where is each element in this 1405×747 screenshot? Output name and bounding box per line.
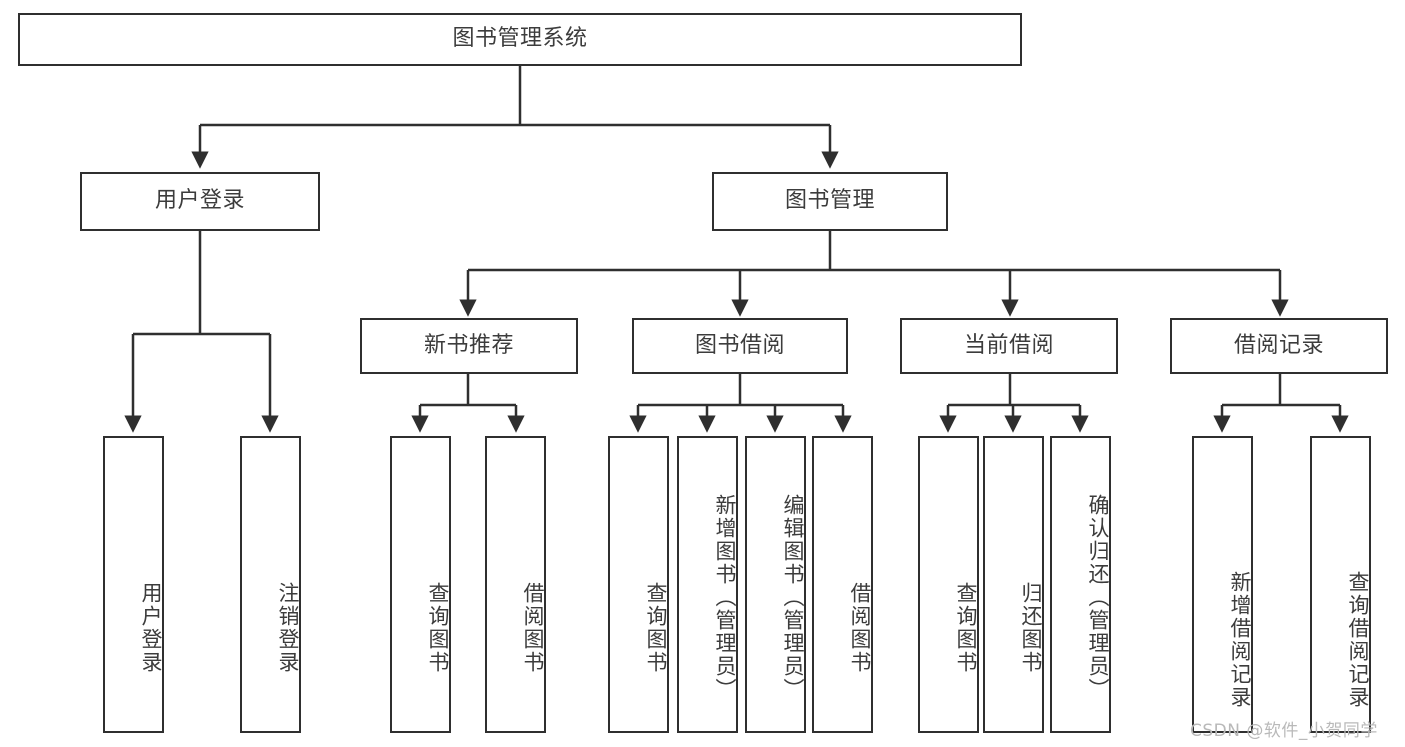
node-leaf-2[interactable]: 注销登录 xyxy=(240,436,301,733)
node-leaf-8[interactable]: 借阅图书 xyxy=(812,436,873,733)
node-leaf-4[interactable]: 借阅图书 xyxy=(485,436,546,733)
node-leaf-13[interactable]: 查询借阅记录 xyxy=(1310,436,1371,733)
node-level3-1[interactable]: 新书推荐 xyxy=(360,318,578,374)
node-level3-2[interactable]: 图书借阅 xyxy=(632,318,848,374)
node-level2-1[interactable]: 用户登录 xyxy=(80,172,320,231)
node-root-book-management-system[interactable]: 图书管理系统 xyxy=(18,13,1022,66)
node-leaf-10[interactable]: 归还图书 xyxy=(983,436,1044,733)
node-level3-3[interactable]: 当前借阅 xyxy=(900,318,1118,374)
node-leaf-5[interactable]: 查询图书 xyxy=(608,436,669,733)
node-leaf-12[interactable]: 新增借阅记录 xyxy=(1192,436,1253,733)
node-leaf-1[interactable]: 用户登录 xyxy=(103,436,164,733)
watermark: CSDN @软件_小贺同学 xyxy=(1190,721,1378,741)
node-leaf-9[interactable]: 查询图书 xyxy=(918,436,979,733)
node-leaf-3[interactable]: 查询图书 xyxy=(390,436,451,733)
node-leaf-7[interactable]: 编辑图书（管理员） xyxy=(745,436,806,733)
node-leaf-11[interactable]: 确认归还（管理员） xyxy=(1050,436,1111,733)
node-level2-2[interactable]: 图书管理 xyxy=(712,172,948,231)
node-level3-4[interactable]: 借阅记录 xyxy=(1170,318,1388,374)
node-leaf-6[interactable]: 新增图书（管理员） xyxy=(677,436,738,733)
